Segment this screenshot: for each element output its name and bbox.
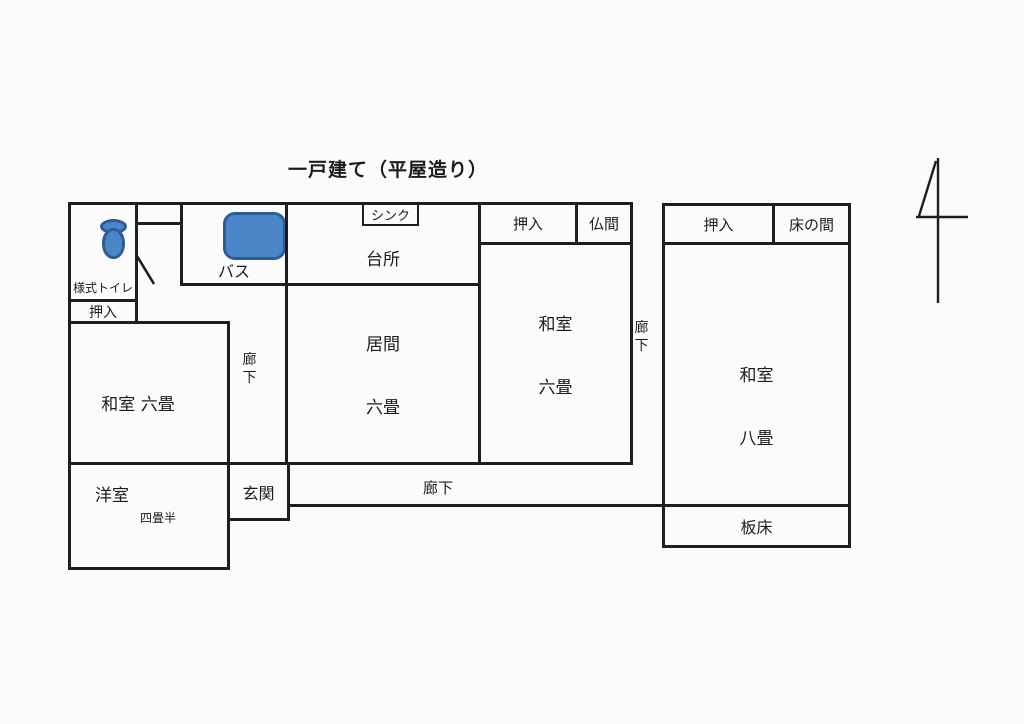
room-itadoko: 板床 — [662, 504, 851, 548]
room-tokonoma: 床の間 — [772, 203, 851, 245]
room-kitchen-label: 台所 — [366, 249, 400, 270]
room-washitsu-mid-size: 六畳 — [538, 377, 573, 398]
toilet-icon-bowl — [102, 228, 125, 259]
room-toilet: 様式トイレ — [68, 202, 138, 302]
room-closet-right-label: 押入 — [703, 215, 734, 234]
room-washitsu-right-size: 八畳 — [739, 429, 774, 449]
room-genkan: 玄関 — [227, 462, 290, 521]
room-western-label: 洋室 — [95, 486, 129, 506]
room-washitsu-right: 和室 八畳 — [662, 242, 851, 507]
room-bath: バス — [180, 202, 288, 286]
door-swing-line — [135, 255, 156, 285]
room-butsuma-label: 仏間 — [588, 215, 619, 233]
plan-title: 一戸建て（平屋造り） — [288, 159, 489, 181]
corridor-left-label: 廊下 — [242, 352, 257, 386]
bathtub-icon — [223, 212, 286, 260]
room-genkan-label: 玄関 — [242, 483, 275, 503]
wall-corridor-bottom — [287, 504, 665, 507]
north-arrow-icon — [916, 158, 968, 303]
room-closet-left-label: 押入 — [89, 304, 117, 321]
room-closet-mid: 押入 — [478, 202, 578, 245]
wall-segment-top — [135, 202, 183, 205]
corridor-right-label: 廊下 — [634, 320, 649, 354]
wall-segment-alcove — [135, 222, 183, 225]
room-washitsu-mid: 和室 六畳 — [478, 242, 633, 465]
sink-box: シンク — [362, 202, 419, 226]
room-living: 居間 六畳 — [285, 283, 481, 465]
room-bath-label: バス — [217, 262, 250, 281]
room-washitsu-left: 和室 六畳 — [68, 321, 230, 465]
room-tokonoma-label: 床の間 — [788, 215, 834, 234]
room-western-size: 四畳半 — [140, 511, 177, 525]
room-washitsu-mid-label: 和室 — [538, 314, 573, 335]
room-closet-mid-label: 押入 — [512, 215, 543, 233]
room-living-size: 六畳 — [366, 398, 400, 418]
room-washitsu-left-label: 和室 六畳 — [101, 394, 175, 415]
room-living-label: 居間 — [366, 335, 400, 355]
sink-label: シンク — [370, 208, 410, 224]
room-washitsu-right-label: 和室 — [739, 366, 774, 386]
room-butsuma: 仏間 — [575, 202, 633, 245]
room-western: 洋室 四畳半 — [68, 462, 230, 570]
room-closet-right: 押入 — [662, 203, 775, 245]
corridor-bottom-label: 廊下 — [422, 479, 453, 497]
room-itadoko-label: 板床 — [740, 518, 773, 537]
room-toilet-label: 様式トイレ — [72, 281, 133, 295]
